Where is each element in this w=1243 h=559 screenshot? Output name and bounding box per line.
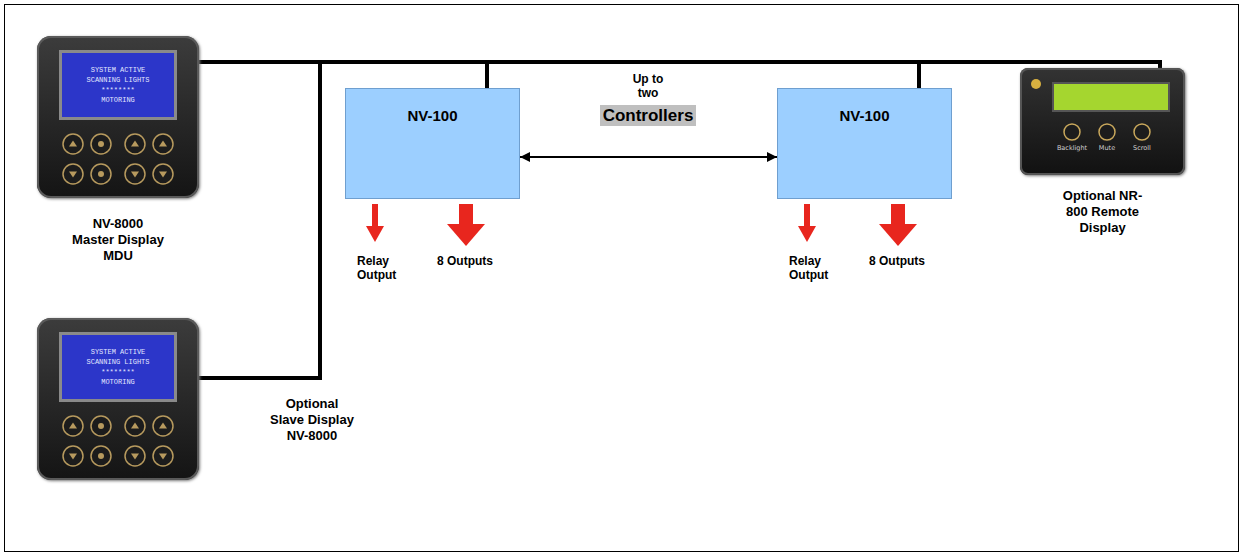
down-triangle: [159, 454, 167, 460]
button: [63, 164, 83, 184]
outputs-arrow-shaft: [891, 204, 905, 224]
device-caption: Optional NR-800 Remote Display: [1053, 188, 1152, 236]
output-arrows: [366, 204, 917, 246]
screen-line: ********: [101, 85, 135, 95]
screen-line: SYSTEM ACTIVE: [91, 347, 146, 357]
relay-arrow-shaft: [804, 204, 810, 226]
button-label: Backlight: [1050, 144, 1094, 152]
button-dot: [98, 171, 104, 177]
down-triangle: [159, 172, 167, 178]
logo-icon: [1031, 79, 1041, 89]
up-triangle: [159, 423, 167, 429]
button: [63, 446, 83, 466]
connector: [199, 62, 919, 88]
device-caption: Optional Slave Display NV-8000: [268, 396, 356, 444]
output-label-wrap: Relay Output: [357, 254, 407, 282]
output-label-wrap: 8 Outputs: [869, 254, 939, 268]
down-triangle: [131, 172, 139, 178]
remote-display: BacklightMuteScrollOptional NR-800 Remot…: [1020, 68, 1185, 175]
button: [1064, 124, 1080, 140]
arrow-note-highlight: Controllers: [600, 105, 697, 126]
button: [153, 416, 173, 436]
up-triangle: [131, 141, 139, 147]
button: [91, 416, 111, 436]
master-display: SYSTEM ACTIVESCANNING LIGHTS********MOTO…: [37, 36, 199, 198]
slave-display: SYSTEM ACTIVESCANNING LIGHTS********MOTO…: [37, 318, 199, 480]
button: [125, 164, 145, 184]
outputs-arrow-head: [879, 224, 917, 246]
device-caption: NV-8000 Master Display MDU: [71, 216, 165, 264]
connector: [520, 156, 777, 158]
screen-line: SYSTEM ACTIVE: [91, 65, 146, 75]
controller-box: NV-100: [345, 88, 520, 199]
down-triangle: [69, 454, 77, 460]
output-label-wrap: Relay Output: [789, 254, 839, 282]
button: [153, 134, 173, 154]
connector: [199, 62, 487, 88]
output-label-wrap: 8 Outputs: [437, 254, 507, 268]
controller-name: NV-100: [346, 89, 519, 124]
lcd-screen: [1052, 82, 1170, 112]
output-label: Relay Output: [789, 254, 828, 282]
button-label: Mute: [1085, 144, 1129, 152]
button-dot: [98, 453, 104, 459]
controller-name: NV-100: [778, 89, 951, 124]
button-dot: [98, 141, 104, 147]
relay-arrow-head: [798, 226, 816, 242]
up-triangle: [131, 423, 139, 429]
screen-line: SCANNING LIGHTS: [86, 75, 149, 85]
up-triangle: [69, 423, 77, 429]
relay-arrow-shaft: [372, 204, 378, 226]
screen-line: ********: [101, 367, 135, 377]
output-label: 8 Outputs: [869, 254, 925, 268]
connector: [199, 62, 1160, 68]
relay-arrow-head: [366, 226, 384, 242]
lcd-screen: SYSTEM ACTIVESCANNING LIGHTS********MOTO…: [59, 332, 177, 402]
output-label: 8 Outputs: [437, 254, 493, 268]
screen-line: SCANNING LIGHTS: [86, 357, 149, 367]
button: [63, 134, 83, 154]
up-triangle: [159, 141, 167, 147]
button: [125, 416, 145, 436]
arrow-note: Up to two: [633, 72, 664, 100]
down-triangle: [69, 172, 77, 178]
output-label: Relay Output: [357, 254, 396, 282]
outputs-arrow-head: [447, 224, 485, 246]
button: [91, 134, 111, 154]
button: [125, 134, 145, 154]
button-label: Scroll: [1120, 144, 1164, 152]
button: [153, 446, 173, 466]
connector: [199, 62, 320, 378]
lcd-screen: SYSTEM ACTIVESCANNING LIGHTS********MOTO…: [59, 50, 177, 120]
button: [63, 416, 83, 436]
screen-line: MOTORING: [101, 95, 135, 105]
outer-frame: [5, 5, 1239, 552]
button: [1134, 124, 1150, 140]
button-dot: [98, 423, 104, 429]
outputs-arrow-shaft: [459, 204, 473, 224]
arrow-note-wrap: Up to two: [626, 72, 670, 100]
down-triangle: [131, 454, 139, 460]
button: [1099, 124, 1115, 140]
button: [125, 446, 145, 466]
screen-line: MOTORING: [101, 377, 135, 387]
up-triangle: [69, 141, 77, 147]
button: [91, 164, 111, 184]
button: [153, 164, 173, 184]
arrow-note-highlight-wrap: Controllers: [548, 106, 748, 126]
controller-box: NV-100: [777, 88, 952, 199]
button: [91, 446, 111, 466]
